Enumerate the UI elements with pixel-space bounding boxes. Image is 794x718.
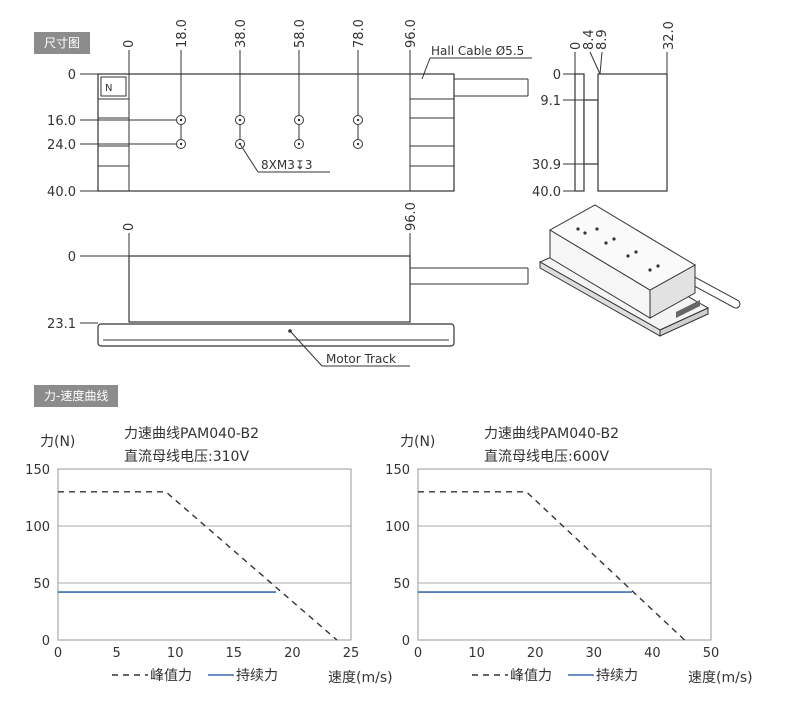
y-tick-label: 0: [402, 634, 410, 649]
front-x-label-0: 0: [122, 223, 137, 231]
x-tick-label: 25: [343, 646, 360, 661]
front-y-label-0: 0: [68, 250, 76, 265]
top-x-label-96: 96.0: [404, 19, 419, 48]
front-x-label-96: 96.0: [404, 202, 419, 231]
side-x-label-32: 32.0: [662, 21, 677, 50]
y-tick-label: 0: [42, 634, 50, 649]
mounting-holes: [176, 115, 363, 149]
y-axis-label: 力(N): [400, 434, 435, 450]
motor-body-front: [128, 255, 411, 323]
chart-310v: 力速曲线PAM040-B2 直流母线电压:310V 力(N) 速度(m/s) 0…: [25, 426, 392, 686]
x-tick-label: 15: [226, 646, 243, 661]
y-tick-label: 50: [33, 577, 50, 592]
top-y-label-24: 24.0: [47, 138, 76, 153]
top-y-label-16: 16.0: [47, 114, 76, 129]
legend-peak-label: 峰值力: [510, 668, 552, 684]
mounting-hole-icon: [176, 115, 186, 125]
mounting-hole-icon: [294, 139, 304, 149]
legend-continuous-label: 持续力: [596, 667, 638, 684]
motor-track-label: Motor Track: [326, 352, 396, 366]
front-y-label-23-1: 23.1: [47, 317, 76, 332]
peak-force-line: [58, 491, 338, 641]
hall-cable-label: Hall Cable Ø5.5: [431, 44, 524, 58]
x-tick-label: 20: [527, 646, 544, 661]
top-y-label-0: 0: [68, 68, 76, 83]
side-x-label-0: 0: [569, 42, 584, 50]
chart-subtitle: 直流母线电压:310V: [124, 448, 249, 465]
legend: 峰值力 持续力: [472, 667, 638, 684]
top-x-label-38: 38.0: [234, 19, 249, 48]
legend: 峰值力 持续力: [112, 667, 278, 684]
chart-600v: 力速曲线PAM040-B2 直流母线电压:600V 力(N) 速度(m/s) 0…: [385, 426, 752, 686]
legend-continuous-label: 持续力: [236, 667, 278, 684]
top-x-label-18: 18.0: [175, 19, 190, 48]
y-tick-label: 100: [25, 520, 50, 535]
x-tick-label: 0: [54, 646, 62, 661]
n-mark: N: [105, 83, 112, 94]
top-view: N 0 18.0 38.0 58.0 78.0 96.0 0 16.0 24.0…: [47, 19, 532, 200]
mounting-hole-icon: [235, 115, 245, 125]
x-axis-label: 速度(m/s): [688, 670, 753, 686]
mounting-hole-icon: [176, 139, 186, 149]
y-tick-label: 150: [25, 463, 50, 478]
top-x-label-0: 0: [122, 40, 137, 48]
side-y-label-30-9: 30.9: [532, 158, 561, 173]
x-axis-label: 速度(m/s): [328, 670, 393, 686]
legend-peak-label: 峰值力: [150, 668, 192, 684]
hole-note: 8XM3↧3: [261, 158, 313, 172]
side-y-label-0: 0: [553, 68, 561, 83]
mounting-hole-icon: [353, 139, 363, 149]
chart-subtitle: 直流母线电压:600V: [484, 448, 609, 465]
x-tick-label: 20: [284, 646, 301, 661]
chart-title: 力速曲线PAM040-B2: [484, 426, 619, 442]
chart-title: 力速曲线PAM040-B2: [124, 426, 259, 442]
side-view: 0 8.4 8.9 32.0 0 9.1 30.9 40.0: [532, 21, 677, 200]
plot-frame: [417, 468, 712, 641]
peak-force-line: [418, 491, 686, 641]
dimension-drawing: N 0 18.0 38.0 58.0 78.0 96.0 0 16.0 24.0…: [47, 19, 741, 367]
plot-frame: [57, 468, 352, 641]
top-x-label-58: 58.0: [293, 19, 308, 48]
x-tick-label: 0: [414, 646, 422, 661]
front-view: 0 96.0 0 23.1 Motor Track: [47, 202, 529, 367]
y-tick-label: 100: [385, 520, 410, 535]
x-tick-label: 50: [703, 646, 720, 661]
y-axis-label: 力(N): [40, 434, 75, 450]
y-tick-label: 150: [385, 463, 410, 478]
motor-body-top: [97, 73, 455, 192]
x-tick-label: 30: [586, 646, 603, 661]
mounting-hole-icon: [353, 115, 363, 125]
side-y-label-40: 40.0: [532, 185, 561, 200]
x-tick-label: 5: [112, 646, 120, 661]
mounting-hole-icon: [294, 115, 304, 125]
curve-section-tag: 力-速度曲线: [34, 385, 119, 407]
x-tick-label: 40: [644, 646, 661, 661]
dimension-section-tag: 尺寸图: [34, 32, 91, 54]
y-tick-label: 50: [393, 577, 410, 592]
x-tick-label: 10: [167, 646, 184, 661]
top-x-label-78: 78.0: [352, 19, 367, 48]
top-y-label-40: 40.0: [47, 185, 76, 200]
side-x-label-8-4: 8.4: [582, 29, 597, 50]
isometric-view: [538, 204, 741, 337]
side-x-label-8-9: 8.9: [595, 29, 610, 50]
motor-track: [97, 323, 455, 347]
x-tick-label: 10: [468, 646, 485, 661]
side-y-label-9-1: 9.1: [540, 94, 561, 109]
